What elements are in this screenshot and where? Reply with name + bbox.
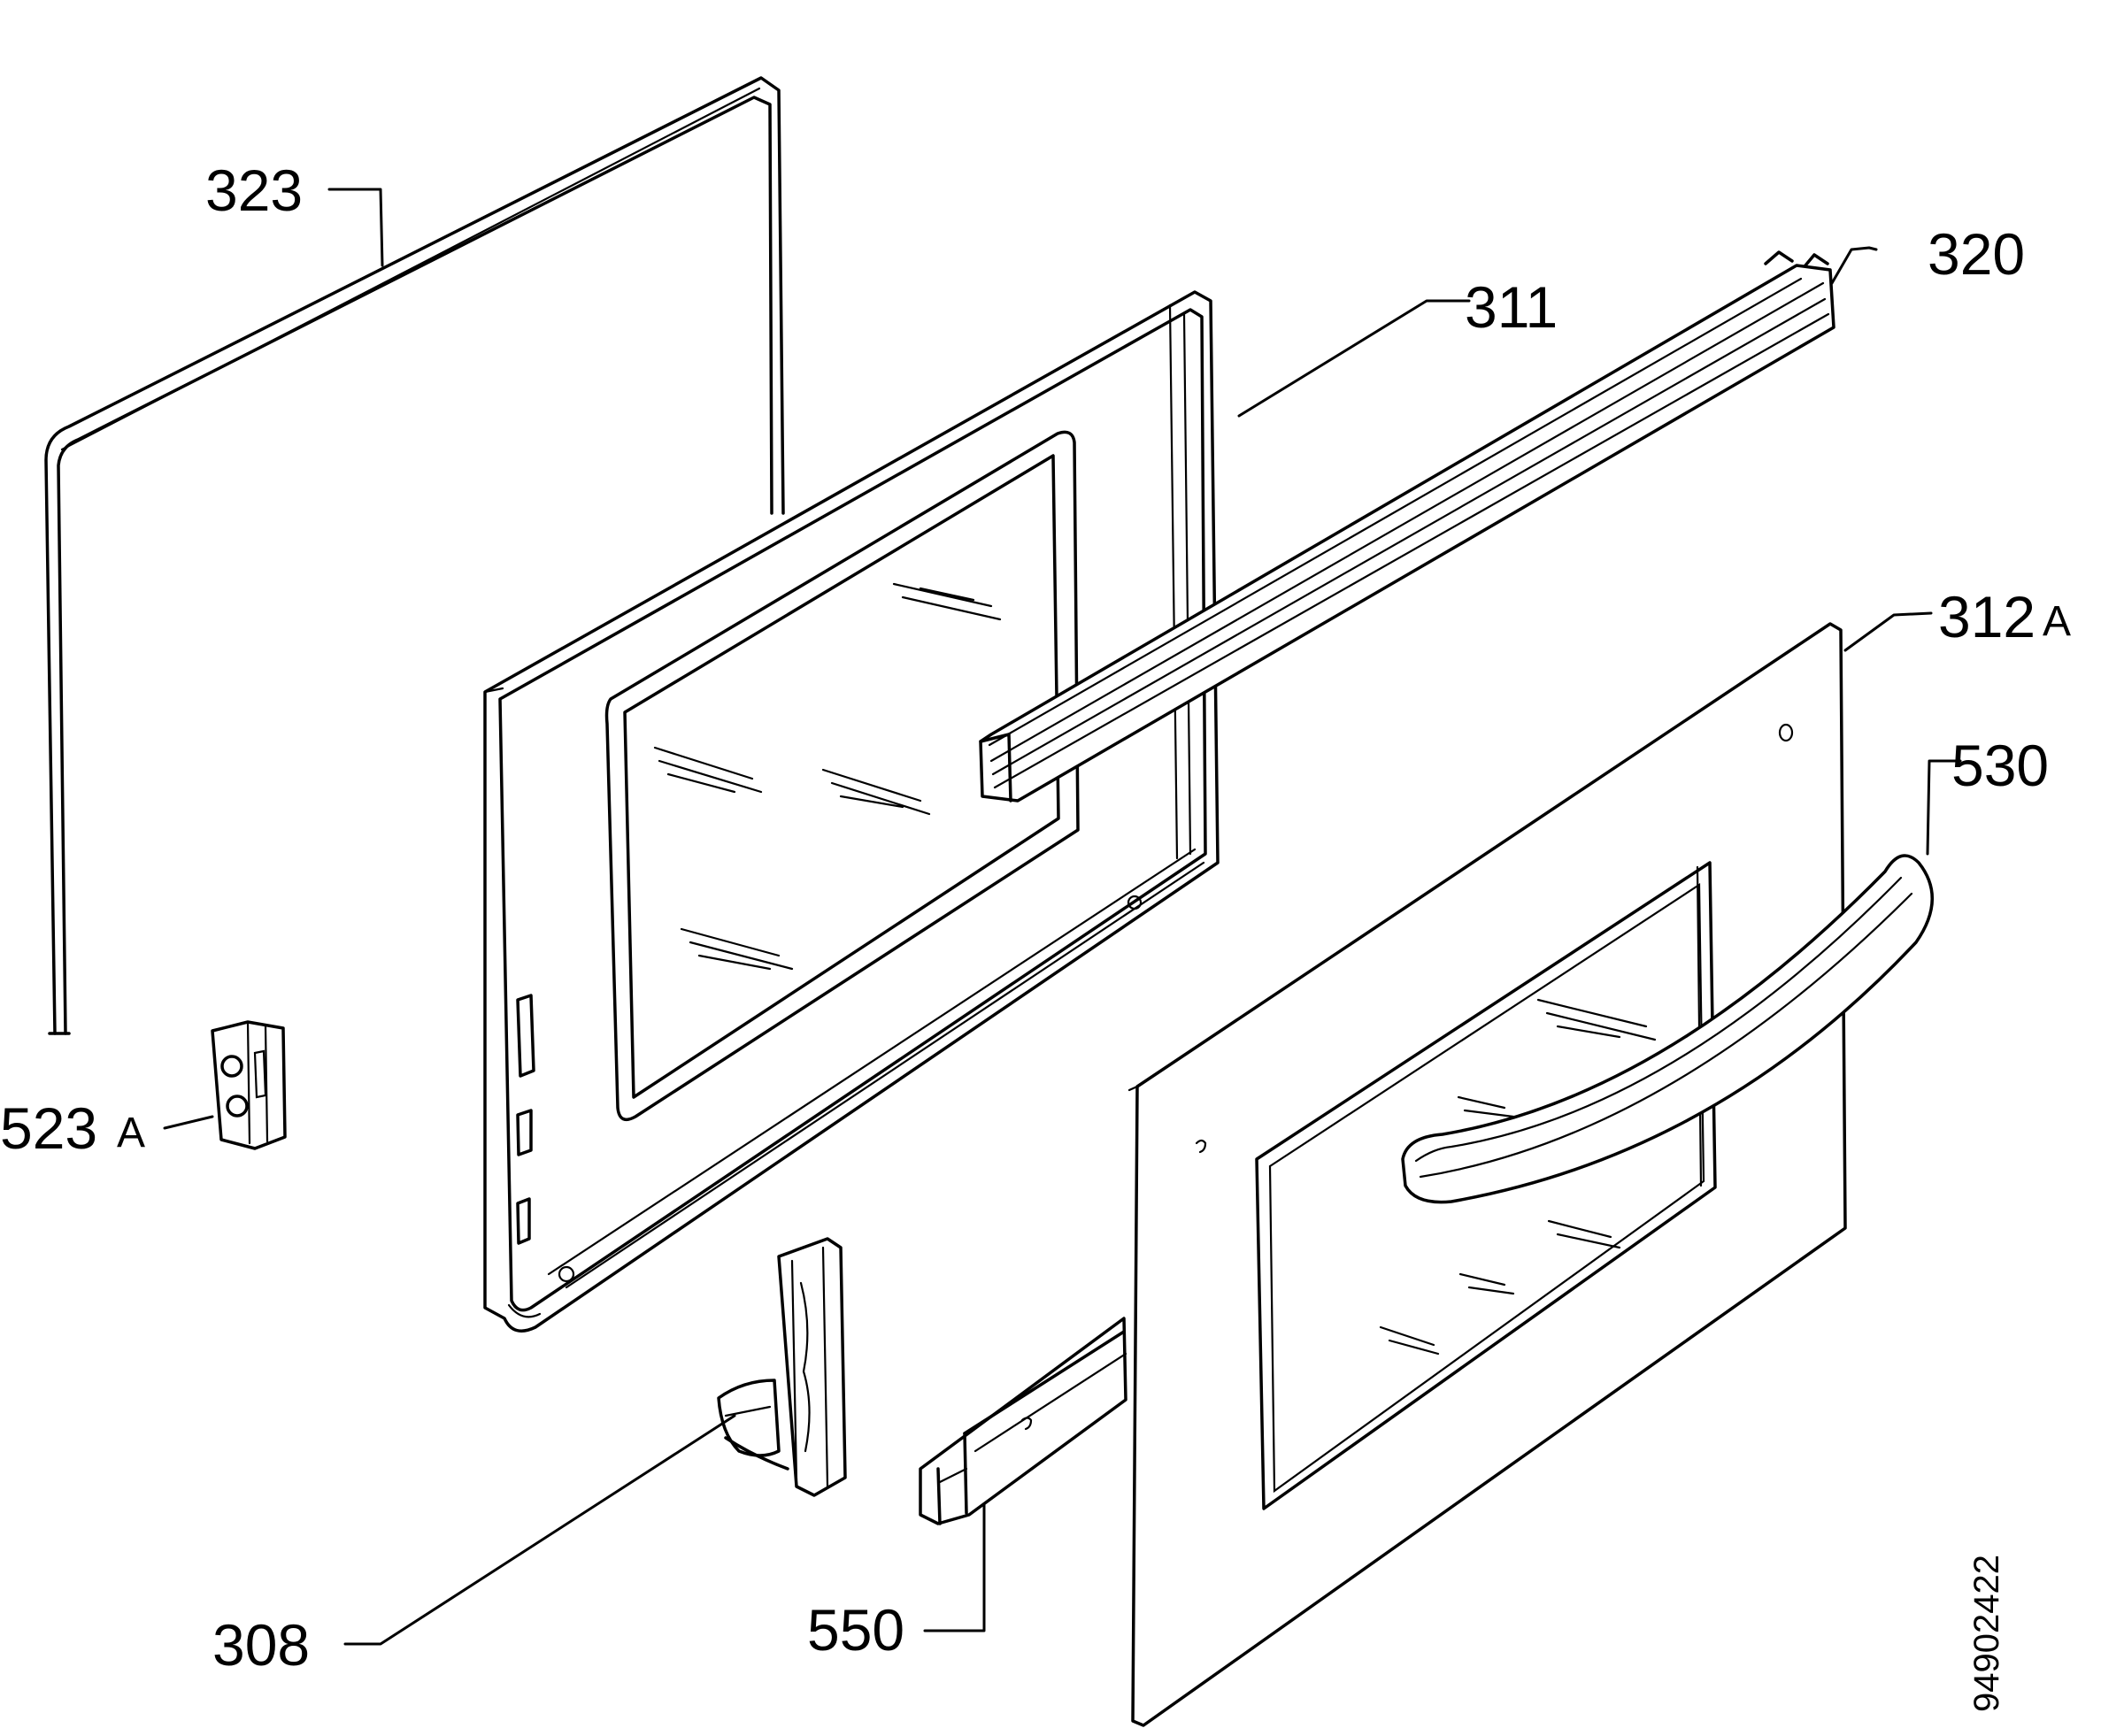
svg-text:530: 530	[1951, 733, 2049, 798]
top-trim-strip-320	[979, 250, 1835, 803]
drawing-number: 94902422	[1967, 1555, 2006, 1712]
callout-323: 323	[205, 157, 303, 223]
door-seal-323	[44, 76, 785, 1035]
leader-lines	[163, 188, 1962, 1646]
svg-text:523: 523	[0, 1095, 97, 1161]
callout-550: 550	[807, 1597, 904, 1663]
callout-308: 308	[212, 1612, 310, 1678]
callout-311: 311	[1465, 274, 1558, 340]
svg-text:323: 323	[205, 157, 303, 223]
inner-door-frame-311	[483, 290, 1220, 1333]
svg-text:308: 308	[212, 1612, 310, 1678]
callout-312A: 312 A	[1938, 584, 2071, 649]
hinge-bracket-523A	[211, 1020, 287, 1150]
svg-text:A: A	[2043, 598, 2071, 645]
svg-text:A: A	[117, 1110, 145, 1156]
callout-523A: 523 A	[0, 1095, 145, 1161]
callout-530: 530	[1951, 733, 2049, 798]
hinge-308	[717, 1237, 847, 1497]
door-handle-530	[1401, 854, 1934, 1204]
bottom-trim-550	[919, 1317, 1127, 1525]
svg-text:312: 312	[1938, 584, 2036, 649]
svg-text:311: 311	[1465, 274, 1558, 340]
callout-320: 320	[1928, 221, 2025, 287]
svg-text:550: 550	[807, 1597, 904, 1663]
svg-text:320: 320	[1928, 221, 2025, 287]
